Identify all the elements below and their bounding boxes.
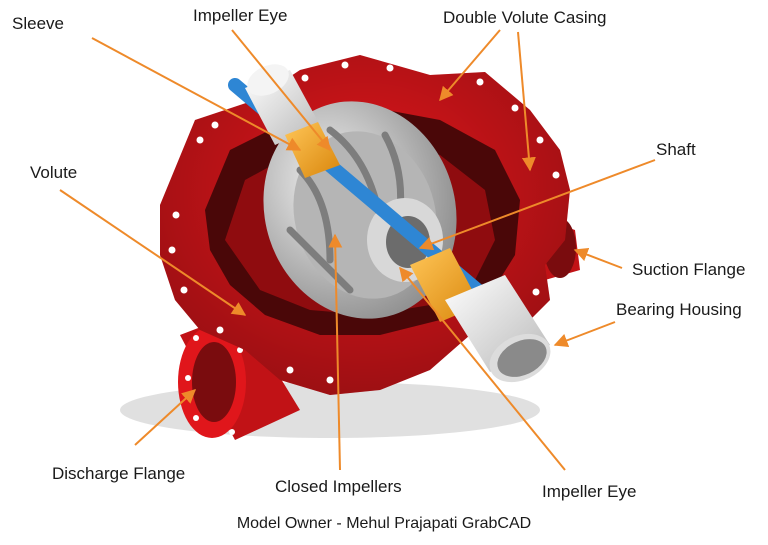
leader-volute [59,189,247,316]
label-bearing-housing: Bearing Housing [616,300,742,319]
label-sleeve: Sleeve [12,14,64,33]
discharge-flange [178,312,300,440]
leader-sleeve [91,37,302,151]
leader-bearing-housing [553,321,616,348]
label-double-volute-casing: Double Volute Casing [443,8,607,27]
leader-double-volute-casing-b [517,31,536,172]
bearing-housing-bottom [445,275,551,383]
leader-discharge-flange [134,389,197,446]
label-volute: Volute [30,163,78,182]
leader-impeller-eye-bottom [399,266,566,471]
leader-double-volute-casing-a [439,29,501,102]
label-impeller-eye-top: Impeller Eye [193,6,288,25]
label-closed-impellers: Closed Impellers [275,477,402,496]
leader-shaft [418,159,656,251]
label-shaft: Shaft [656,140,696,159]
label-discharge-flange: Discharge Flange [52,464,186,483]
leader-impeller-eye-top [231,29,331,152]
leader-suction-flange [573,247,623,269]
label-suction-flange: Suction Flange [632,260,746,279]
model-credit: Model Owner - Mehul Prajapati GrabCAD [236,515,532,532]
sleeve-top [285,122,340,178]
leader-lines [59,29,656,471]
leader-closed-impellers [328,233,343,471]
label-impeller-eye-bottom: Impeller Eye [542,482,637,501]
